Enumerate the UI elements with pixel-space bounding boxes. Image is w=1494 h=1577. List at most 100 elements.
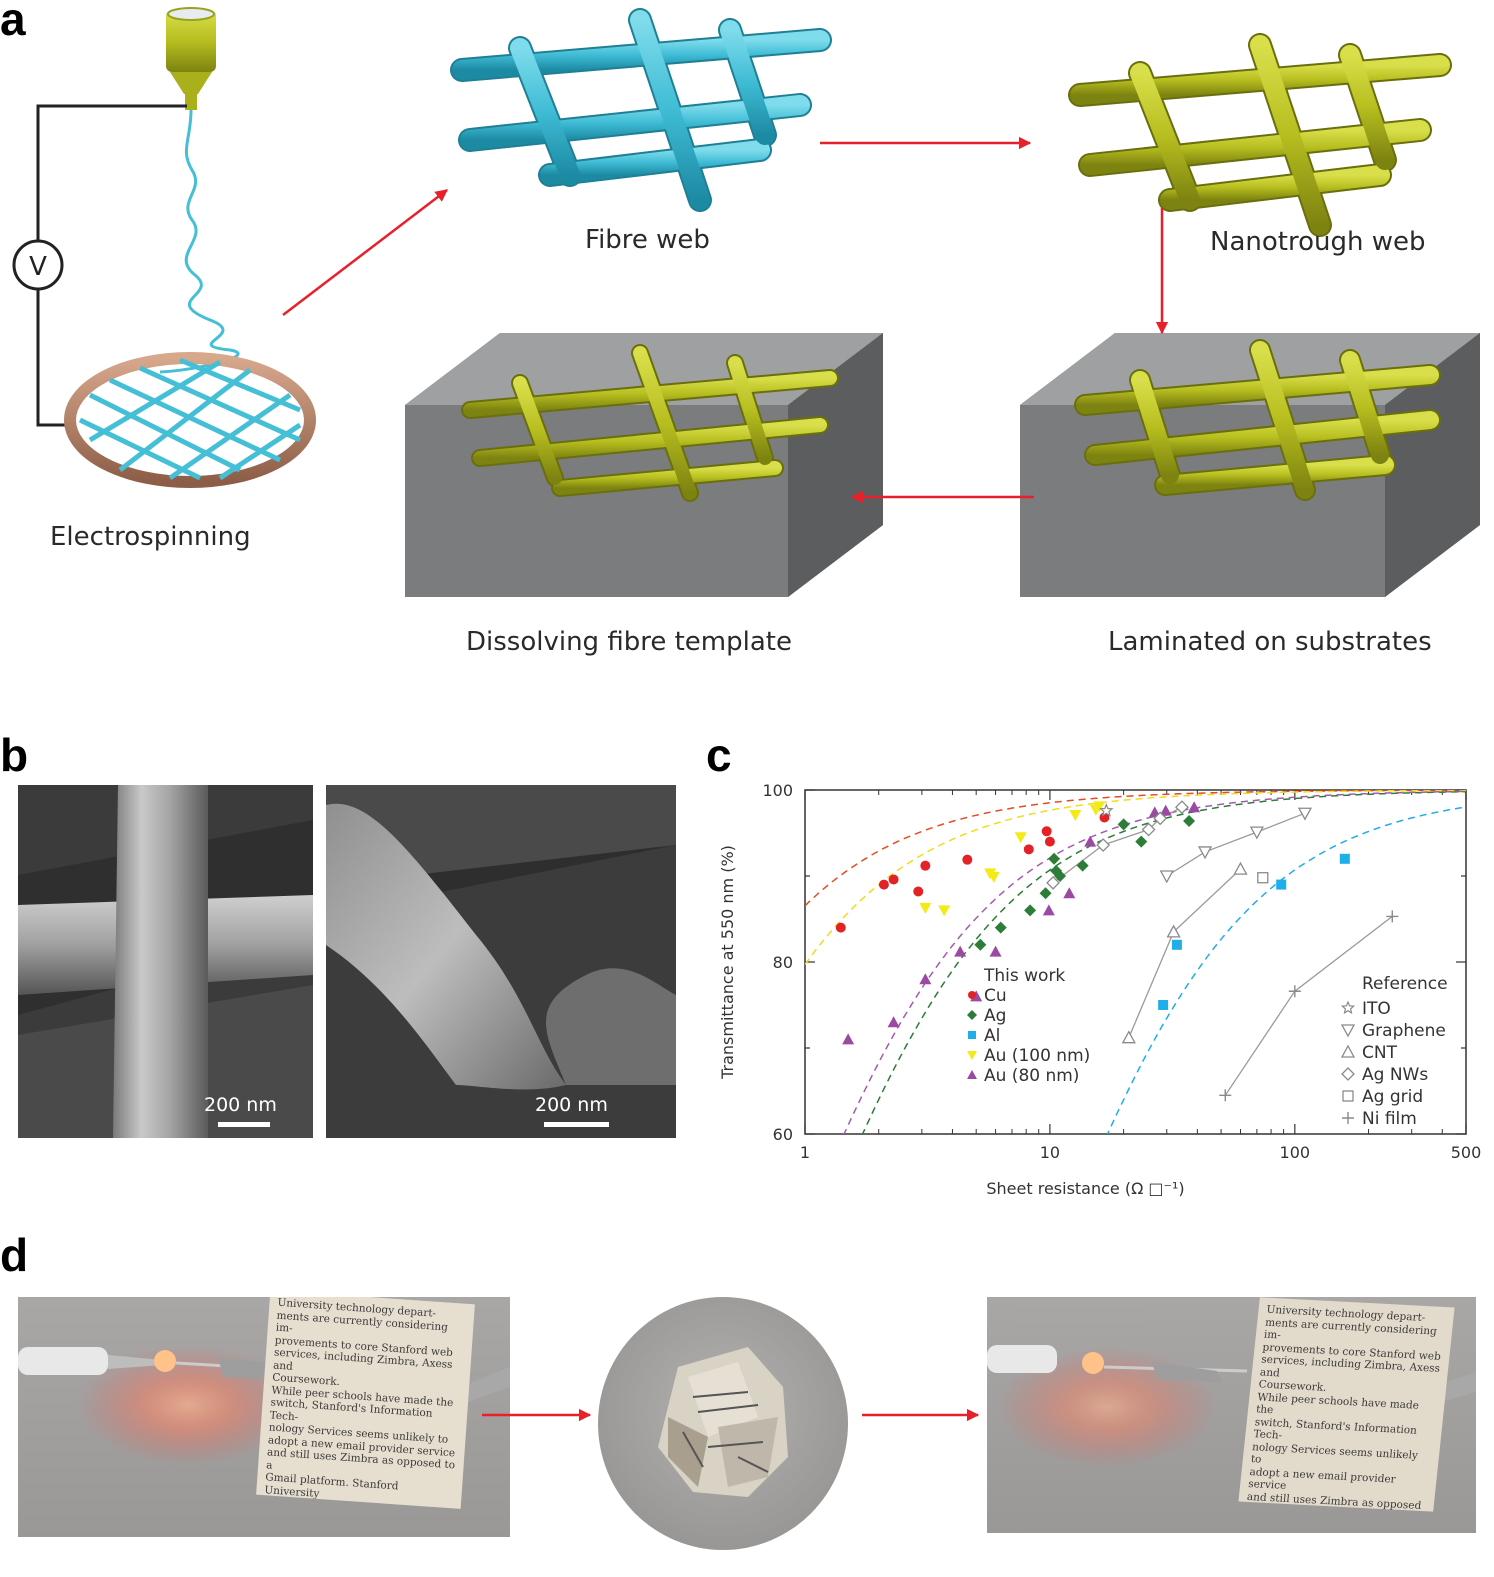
point-ito [1099, 802, 1114, 817]
point-cu [920, 860, 931, 871]
point-au-80-nm [842, 1033, 855, 1045]
point-au-80-nm [1063, 887, 1076, 899]
voltmeter-label: V [29, 252, 47, 282]
caption-nanotrough-web: Nanotrough web [1210, 227, 1425, 257]
legend-label: Al [984, 1026, 1000, 1046]
legend-label: Au (100 nm) [984, 1046, 1090, 1066]
arrow-to-fibre-web [282, 189, 448, 316]
fit-curve-al [1106, 806, 1466, 1134]
point-au-80-nm [919, 973, 932, 985]
point-ni-film [1288, 985, 1301, 998]
point-ag [1117, 818, 1130, 831]
legend-label: Ag grid [1362, 1087, 1423, 1107]
point-au-100-nm [919, 902, 932, 914]
legend-label: ITO [1362, 999, 1391, 1019]
legend-marker-al [968, 1031, 976, 1039]
point-cu [835, 922, 846, 933]
ref-line-graphene [1166, 812, 1306, 877]
led-icon [154, 1350, 176, 1372]
point-au-80-nm [887, 1016, 900, 1028]
scalebar-left-label: 200 nm [204, 1094, 277, 1116]
point-cu [1099, 812, 1110, 823]
photo-recovered-electrode: University technology depart- ments are … [987, 1297, 1476, 1533]
legend-reference-title: Reference [1362, 974, 1448, 994]
y-tick-label: 80 [773, 953, 793, 972]
point-cu [1041, 826, 1052, 837]
fit-curve-au-100-nm- [805, 790, 1466, 965]
scalebar-right-label: 200 nm [535, 1094, 608, 1116]
panel-label-b: b [0, 729, 29, 781]
point-ni-film [1219, 1089, 1232, 1102]
caption-electrospinning: Electrospinning [50, 522, 251, 552]
photo-crumpled-electrode [598, 1297, 848, 1550]
point-graphene [1297, 807, 1313, 821]
legend-label: Ag NWs [1362, 1065, 1428, 1085]
scalebar-right [544, 1122, 609, 1127]
x-tick-label: 500 [1451, 1143, 1482, 1162]
led-icon-2 [1082, 1352, 1104, 1374]
legend-label: Au (80 nm) [984, 1066, 1079, 1086]
point-al [1158, 1000, 1169, 1010]
legend-label: Graphene [1362, 1021, 1446, 1041]
point-graphene [1159, 870, 1174, 884]
point-ag-nws [1153, 811, 1168, 826]
legend-marker-au-100-nm [967, 1051, 977, 1060]
x-tick-label: 10 [1040, 1143, 1060, 1162]
caption-fibre-web: Fibre web [585, 225, 710, 255]
caption-laminated: Laminated on substrates [1108, 627, 1432, 657]
panel-label-a: a [0, 0, 26, 45]
point-au-100-nm [987, 871, 1000, 883]
voltmeter-icon [12, 239, 64, 291]
x-tick-label: 1 [800, 1143, 810, 1162]
point-cnt [1166, 924, 1181, 938]
point-cu [1044, 836, 1055, 847]
clip-left [18, 1347, 108, 1375]
scalebar-left [218, 1122, 270, 1127]
point-ag-nws [1175, 800, 1189, 815]
point-cu [1023, 844, 1034, 855]
fit-curve-au-80-nm- [843, 790, 1466, 1134]
point-ag-nws [1141, 822, 1156, 837]
collected-fibres [78, 357, 302, 481]
clip-middle-2 [1152, 1362, 1222, 1383]
point-al [1276, 879, 1287, 890]
process-arrows [282, 136, 1169, 504]
y-tick-label: 60 [773, 1125, 793, 1144]
point-au-80-nm [1188, 801, 1201, 813]
legend-label: CNT [1362, 1043, 1398, 1063]
point-ag [1135, 835, 1148, 848]
legend-label: Ni film [1362, 1109, 1417, 1129]
legend-marker-cu [968, 991, 976, 999]
point-cu [888, 874, 899, 885]
point-au-80-nm [954, 945, 967, 957]
point-ag [1054, 870, 1067, 882]
point-cnt [1233, 861, 1248, 875]
point-cu [962, 854, 973, 865]
point-ag-grid [1257, 872, 1269, 884]
point-au-100-nm [1014, 832, 1027, 844]
photo-flat-electrode: University technology depart- ments are … [18, 1297, 510, 1537]
laminated-substrate-illustration [1020, 333, 1480, 597]
collector-ring [64, 352, 316, 488]
point-ag-nws [1046, 875, 1060, 890]
y-axis-label: Transmittance at 550 nm (%) [718, 845, 737, 1080]
sem-image-fibre-junction: 200 nm [18, 785, 313, 1138]
ref-line-cnt [1128, 868, 1241, 1038]
point-ag [1039, 887, 1052, 900]
fibre-jet [159, 109, 240, 374]
legend-label: Ag [984, 1006, 1006, 1026]
point-ag [1076, 859, 1089, 872]
clip-left-2 [987, 1345, 1057, 1373]
x-tick-label: 100 [1280, 1143, 1311, 1162]
point-ni-film [1386, 910, 1399, 923]
point-ag [994, 921, 1007, 934]
y-tick-label: 100 [762, 781, 793, 800]
panel-label-c: c [706, 729, 732, 781]
legend-marker-cnt [1340, 1044, 1356, 1058]
legend-marker-ag [967, 1010, 977, 1020]
panel-label-d: d [0, 1229, 29, 1281]
point-cnt [1121, 1030, 1136, 1044]
point-cu [878, 879, 889, 890]
point-ag [1024, 904, 1037, 917]
